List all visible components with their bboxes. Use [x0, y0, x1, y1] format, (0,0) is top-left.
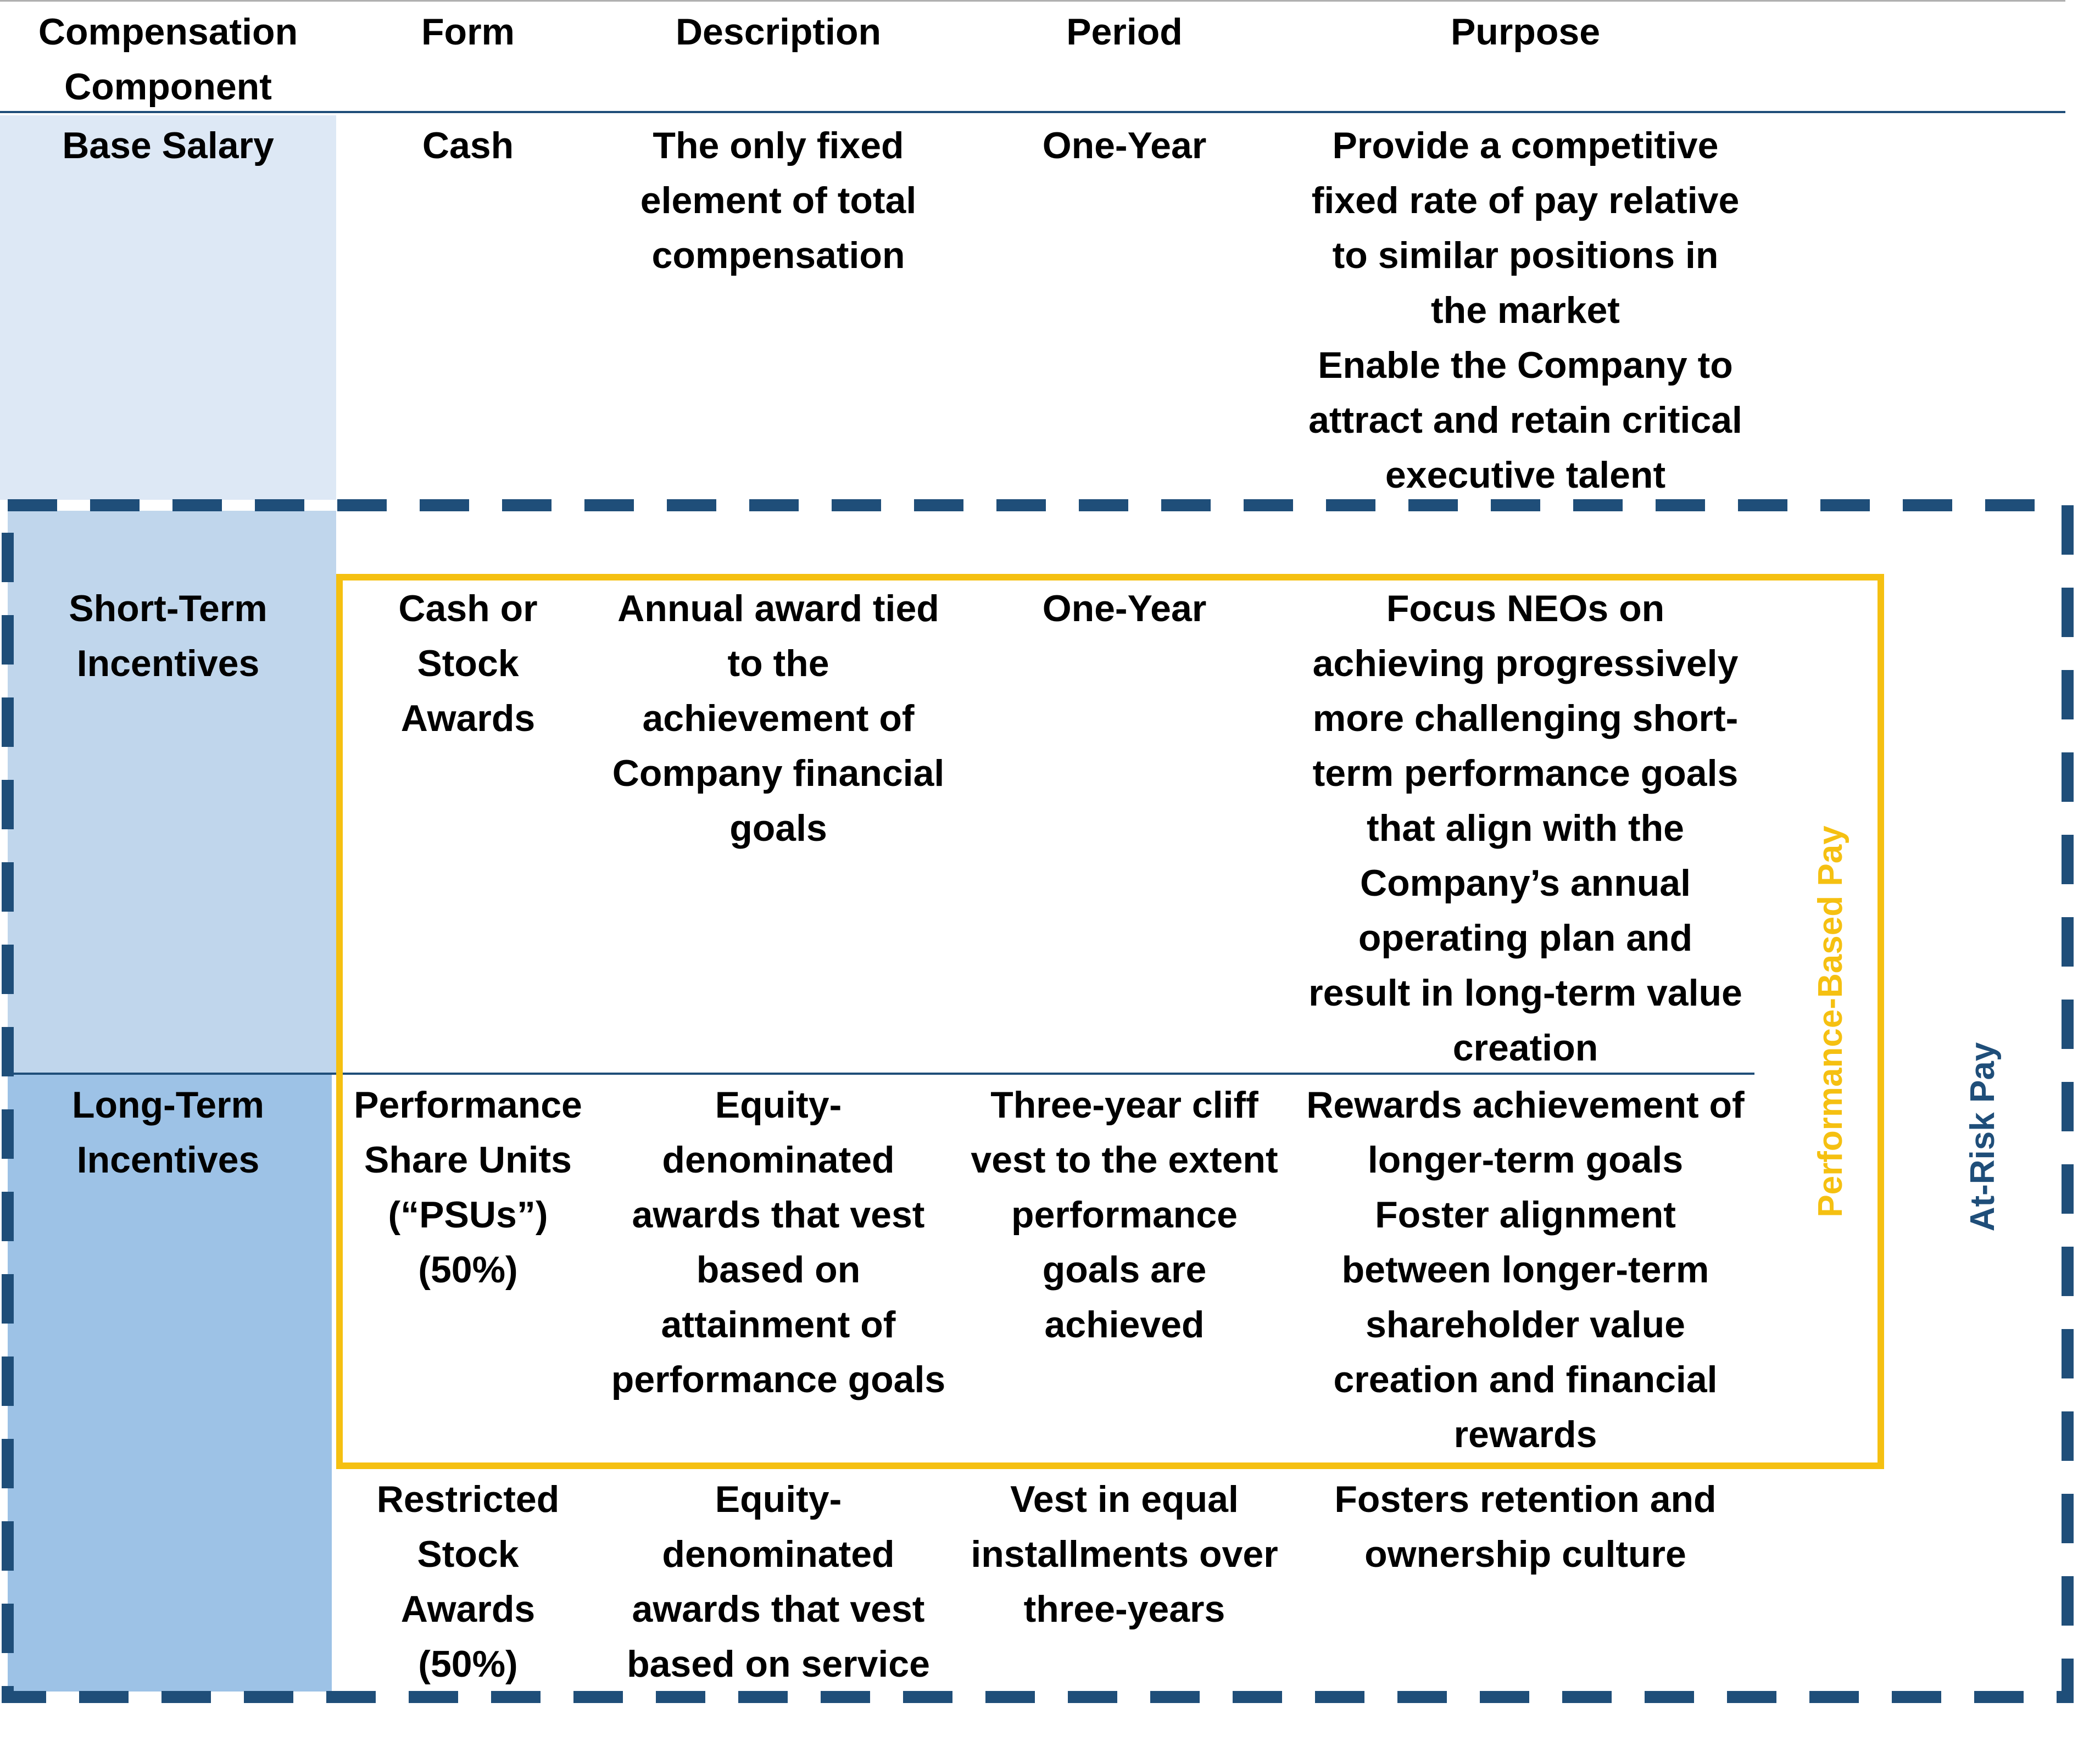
sti-lti-divider [8, 1073, 1754, 1075]
short-term-purpose: Focus NEOs on achieving progressively mo… [1308, 588, 1742, 1069]
long-term-component: Long-Term Incentives [71, 1084, 265, 1181]
header-form: Form [421, 11, 515, 53]
base-salary-component: Base Salary [62, 125, 274, 166]
header-period: Period [1066, 11, 1183, 53]
base-salary-description: The only fixed element of total compensa… [640, 125, 917, 276]
psu-purpose: Rewards achievement of longer-term goals… [1306, 1084, 1745, 1455]
base-salary-form: Cash [422, 125, 514, 166]
short-term-fill [8, 511, 336, 1074]
header-purpose: Purpose [1450, 11, 1601, 53]
long-term-fill [8, 1074, 332, 1692]
header-description: Description [675, 11, 882, 53]
rsa-form: Restricted Stock Awards (50%) [376, 1478, 560, 1685]
top-rule [0, 0, 2065, 2]
base-salary-period: One-Year [1042, 125, 1207, 166]
performance-based-pay-label: Performance-Based Pay [1812, 825, 1849, 1218]
base-salary-purpose: Provide a competitive fixed rate of pay … [1308, 125, 1742, 496]
at-risk-pay-label: At-Risk Pay [1964, 1042, 2002, 1232]
performance-based-pay-box [336, 574, 1884, 1469]
short-term-period: One-Year [1042, 588, 1207, 629]
base-salary-fill [0, 115, 336, 500]
psu-period: Three-year cliff vest to the extent perf… [971, 1084, 1278, 1346]
short-term-description: Annual award tied to the achievement of … [612, 588, 945, 849]
psu-form: Performance Share Units (“PSUs”) (50%) [354, 1084, 582, 1291]
short-term-component: Short-Term Incentives [69, 588, 268, 684]
psu-description: Equity- denominated awards that vest bas… [611, 1084, 946, 1400]
rsa-purpose: Fosters retention and ownership culture [1334, 1478, 1717, 1575]
short-term-form: Cash or Stock Awards [398, 588, 538, 739]
rsa-description: Equity- denominated awards that vest bas… [627, 1478, 930, 1685]
header-component: Compensation Component [38, 11, 298, 108]
rsa-period: Vest in equal installments over three-ye… [971, 1478, 1278, 1630]
header-rule [0, 111, 2065, 113]
